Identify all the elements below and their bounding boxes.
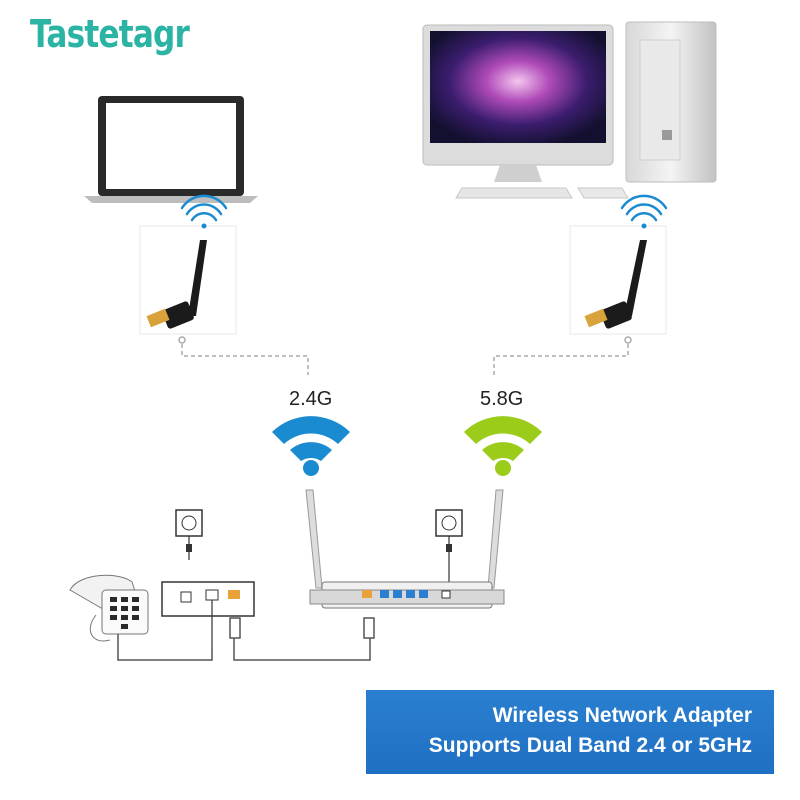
banner-title: Wireless Network Adapter bbox=[492, 704, 752, 727]
keyboard-icon bbox=[455, 187, 573, 199]
band-label-2-4g: 2.4G bbox=[289, 388, 333, 410]
mouse-icon bbox=[577, 187, 629, 199]
power-outlet-icon bbox=[175, 509, 203, 560]
usb-wifi-adapter-icon bbox=[569, 194, 668, 335]
usb-wifi-adapter-icon bbox=[139, 194, 237, 335]
wifi-signal-icon bbox=[464, 416, 542, 476]
band-label-5-8g: 5.8G bbox=[480, 388, 524, 410]
telephone-icon bbox=[69, 574, 149, 642]
info-banner: Wireless Network Adapter Supports Dual B… bbox=[366, 690, 774, 774]
router-icon bbox=[305, 489, 505, 609]
dashed-connector bbox=[178, 336, 632, 375]
brand-logo: Tastetagr bbox=[30, 12, 190, 56]
cable bbox=[117, 617, 375, 661]
modem-icon bbox=[161, 581, 255, 648]
tower-pc-icon bbox=[625, 21, 717, 183]
banner-subtitle: Supports Dual Band 2.4 or 5GHz bbox=[428, 734, 752, 757]
laptop-icon bbox=[84, 96, 258, 203]
power-outlet-icon bbox=[435, 509, 463, 582]
desktop-monitor-icon bbox=[422, 24, 614, 182]
wifi-signal-icon bbox=[272, 416, 350, 476]
